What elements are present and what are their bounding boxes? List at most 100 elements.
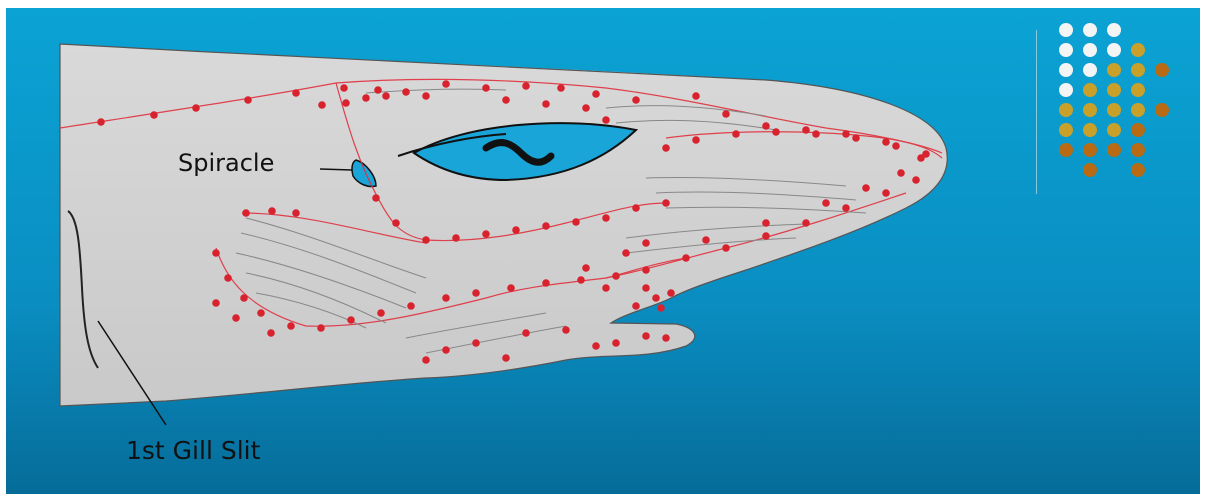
decor-dot	[1059, 43, 1073, 57]
pore	[502, 354, 510, 362]
decor-dot	[1059, 63, 1073, 77]
pore	[192, 104, 200, 112]
pore	[632, 302, 640, 310]
pore	[382, 92, 390, 100]
pore	[572, 218, 580, 226]
pore	[212, 299, 220, 307]
decor-dot	[1083, 43, 1097, 57]
pore	[402, 88, 410, 96]
decor-dot	[1131, 83, 1145, 97]
pore	[318, 101, 326, 109]
pore	[482, 230, 490, 238]
pore	[582, 264, 590, 272]
pore	[642, 239, 650, 247]
pore	[812, 130, 820, 138]
pore	[244, 96, 252, 104]
pore	[892, 142, 900, 150]
pore	[897, 169, 905, 177]
decor-dot	[1131, 103, 1145, 117]
pore	[612, 272, 620, 280]
decor-dot	[1155, 103, 1169, 117]
pore	[582, 104, 590, 112]
pore	[852, 134, 860, 142]
pore	[682, 254, 690, 262]
pore	[150, 111, 158, 119]
decorative-dot-grid	[1036, 20, 1186, 200]
pore	[392, 219, 400, 227]
pore	[557, 84, 565, 92]
pore	[592, 90, 600, 98]
pore	[512, 226, 520, 234]
pore	[592, 342, 600, 350]
pore	[347, 316, 355, 324]
pore	[340, 84, 348, 92]
pore	[522, 329, 530, 337]
decor-dot	[1083, 163, 1097, 177]
pore	[612, 339, 620, 347]
pore	[652, 294, 660, 302]
pore	[422, 236, 430, 244]
decor-dot	[1107, 123, 1121, 137]
pore	[342, 99, 350, 107]
pore	[317, 324, 325, 332]
pore	[482, 84, 490, 92]
pore	[422, 356, 430, 364]
pore	[507, 284, 515, 292]
pore	[257, 309, 265, 317]
decor-dot	[1083, 83, 1097, 97]
decor-dot	[1107, 83, 1121, 97]
pore	[602, 284, 610, 292]
pore	[642, 266, 650, 274]
pore	[267, 329, 275, 337]
pore	[802, 219, 810, 227]
pore	[762, 232, 770, 240]
decor-dot	[1059, 103, 1073, 117]
pore	[422, 92, 430, 100]
decor-dot	[1083, 143, 1097, 157]
pore	[242, 209, 250, 217]
pore	[97, 118, 105, 126]
decor-dot	[1107, 103, 1121, 117]
pore	[542, 222, 550, 230]
pore	[662, 144, 670, 152]
decor-dot	[1059, 143, 1073, 157]
pore	[762, 122, 770, 130]
first-gill-slit-label: 1st Gill Slit	[126, 436, 260, 465]
pore	[232, 314, 240, 322]
pore	[632, 96, 640, 104]
decor-dot	[1107, 43, 1121, 57]
decor-dot	[1059, 123, 1073, 137]
pore	[662, 199, 670, 207]
pore	[692, 92, 700, 100]
pore	[692, 136, 700, 144]
pore	[407, 302, 415, 310]
pore	[372, 194, 380, 202]
shark-head-diagram	[6, 8, 1200, 494]
pore	[882, 189, 890, 197]
pore	[452, 234, 460, 242]
pore	[667, 289, 675, 297]
pore	[722, 110, 730, 118]
pore	[472, 289, 480, 297]
pore	[657, 304, 665, 312]
pore	[577, 276, 585, 284]
decor-dot	[1107, 23, 1121, 37]
spiracle-label: Spiracle	[178, 149, 274, 177]
pore	[287, 322, 295, 330]
pore	[842, 130, 850, 138]
decor-dot	[1083, 63, 1097, 77]
pore	[917, 154, 925, 162]
pore	[542, 100, 550, 108]
decor-dot	[1131, 63, 1145, 77]
pore	[542, 279, 550, 287]
decor-dot	[1059, 83, 1073, 97]
decor-dot	[1083, 23, 1097, 37]
pore	[732, 130, 740, 138]
pore	[642, 332, 650, 340]
pore	[292, 209, 300, 217]
decor-dot	[1083, 123, 1097, 137]
pore	[224, 274, 232, 282]
pore	[802, 126, 810, 134]
decor-dot	[1107, 63, 1121, 77]
pore	[562, 326, 570, 334]
